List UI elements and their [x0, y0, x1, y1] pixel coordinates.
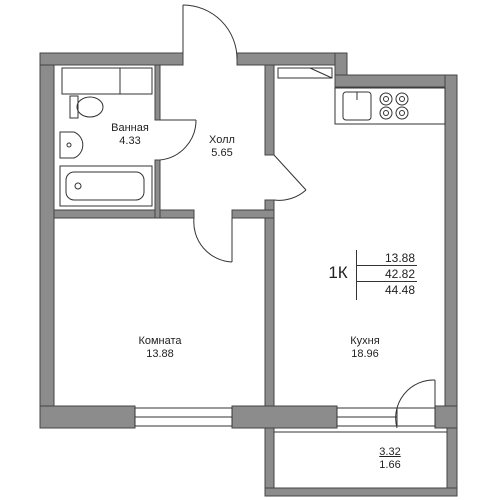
room-area: 18.96 [351, 348, 379, 360]
living-area: 13.88 [357, 250, 417, 266]
balcony-label: 3.32 1.66 [365, 446, 415, 472]
total-with-balcony: 44.48 [384, 283, 415, 297]
apartment-type: 1К [328, 263, 348, 282]
room-name: Холл [209, 134, 235, 146]
room-area: 13.88 [146, 348, 174, 360]
room-label-hall: Холл 5.65 [190, 134, 254, 160]
balcony-area-full: 3.32 [379, 446, 401, 458]
balcony-area-reduced: 1.66 [379, 459, 401, 471]
room-label-bathroom: Ванная 4.33 [98, 122, 162, 148]
room-area: 4.33 [119, 135, 141, 147]
room-area: 5.65 [211, 147, 233, 159]
bathroom-fixtures [59, 67, 153, 207]
room-label-kitchen: Кухня 18.96 [325, 335, 405, 361]
room-label-room: Комната 13.88 [120, 335, 200, 361]
room-name: Комната [138, 335, 182, 347]
room-name: Ванная [111, 122, 149, 134]
area-summary: 13.88 42.82 44.48 [356, 250, 417, 300]
room-name: Кухня [350, 335, 380, 347]
doors [159, 4, 436, 429]
kitchen-fixtures [277, 67, 446, 125]
total-area: 42.82 [357, 266, 417, 282]
